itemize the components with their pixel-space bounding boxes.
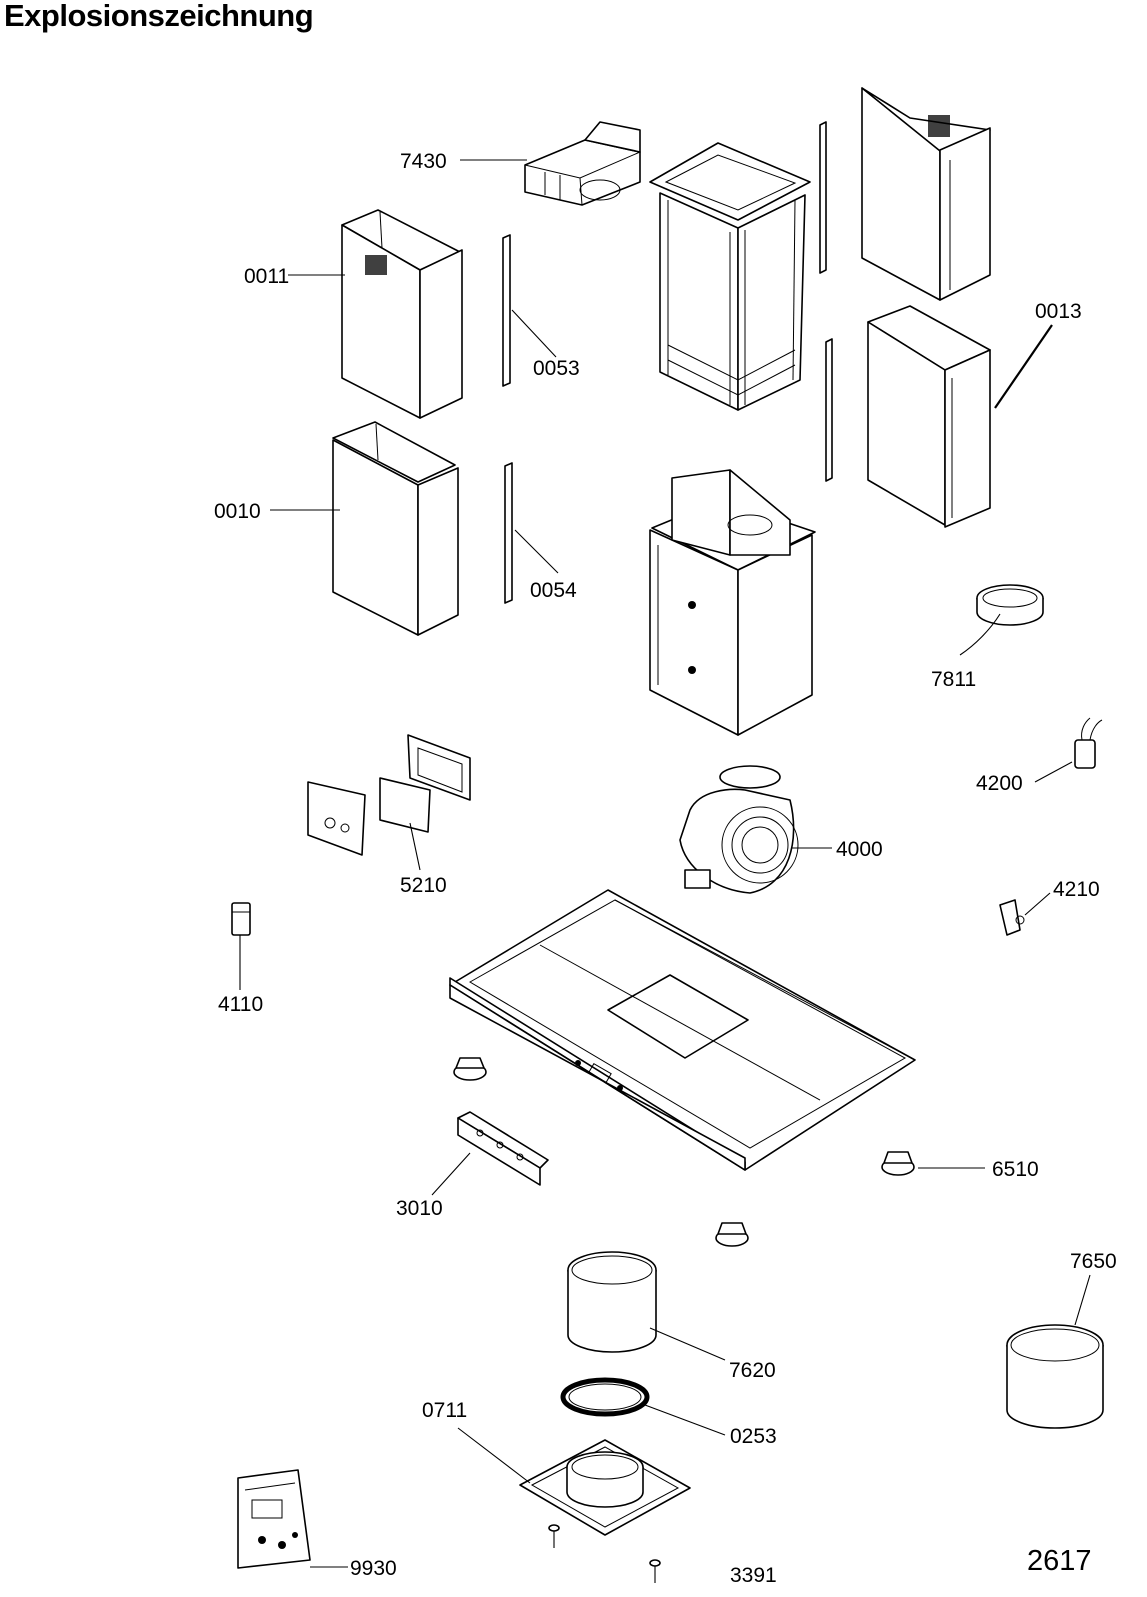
part-6510-knob [881,1151,915,1176]
part-7620-cylinder [567,1251,657,1353]
part-3010-control-panel [457,1111,549,1186]
label-0053: 0053 [533,357,580,380]
part-3391-screws [548,1524,661,1583]
part-0010-chimney-lower-left [332,421,459,636]
label-0054: 0054 [530,579,577,602]
label-0010: 0010 [214,500,261,523]
label-4000: 4000 [836,838,883,861]
part-5210-control-board [307,734,471,856]
label-0711: 0711 [422,1399,467,1422]
label-4200: 4200 [976,772,1023,795]
label-3391: 3391 [730,1564,777,1587]
part-4210-lamp-holder [999,899,1025,936]
part-0711-ceiling-plate [519,1439,691,1536]
part-4110-switch [231,902,251,936]
page-title: Explosionszeichnung [4,0,314,33]
part-7430-duct-adapter [524,121,641,206]
part-inner-frame-top [649,142,811,411]
part-0053-strip [502,234,511,387]
label-7650: 7650 [1070,1250,1117,1273]
part-0011-chimney-upper-left [341,209,463,419]
part-strip-lower-right [825,338,833,482]
drawing-number: 2617 [1027,1545,1092,1577]
label-5210: 5210 [400,874,447,897]
label-7430: 7430 [400,150,447,173]
part-0054-strip [504,462,513,604]
part-9930-accessory-bag [237,1469,311,1569]
part-hood-canopy [449,889,916,1171]
part-chimney-upper-right [861,87,991,301]
part-7811-ring [976,584,1044,626]
label-7811: 7811 [931,668,976,691]
part-knob-bottom [715,1222,749,1247]
part-7650-cylinder [1006,1324,1104,1429]
part-4000-blower [679,765,799,894]
part-4200-capacitor [1074,717,1103,769]
label-0011: 0011 [244,265,289,288]
part-knob-left [453,1057,487,1081]
label-9930: 9930 [350,1557,397,1580]
part-0013-chimney-lower-right [867,305,991,528]
part-strip-upper-right [819,121,827,274]
label-7620: 7620 [729,1359,776,1382]
label-0253: 0253 [730,1425,777,1448]
label-4110: 4110 [218,993,263,1016]
label-4210: 4210 [1053,878,1100,901]
part-0253-seal-ring [560,1377,650,1417]
label-6510: 6510 [992,1158,1039,1181]
label-3010: 3010 [396,1197,443,1220]
part-motor-housing [649,469,816,736]
label-0013: 0013 [1035,300,1082,323]
